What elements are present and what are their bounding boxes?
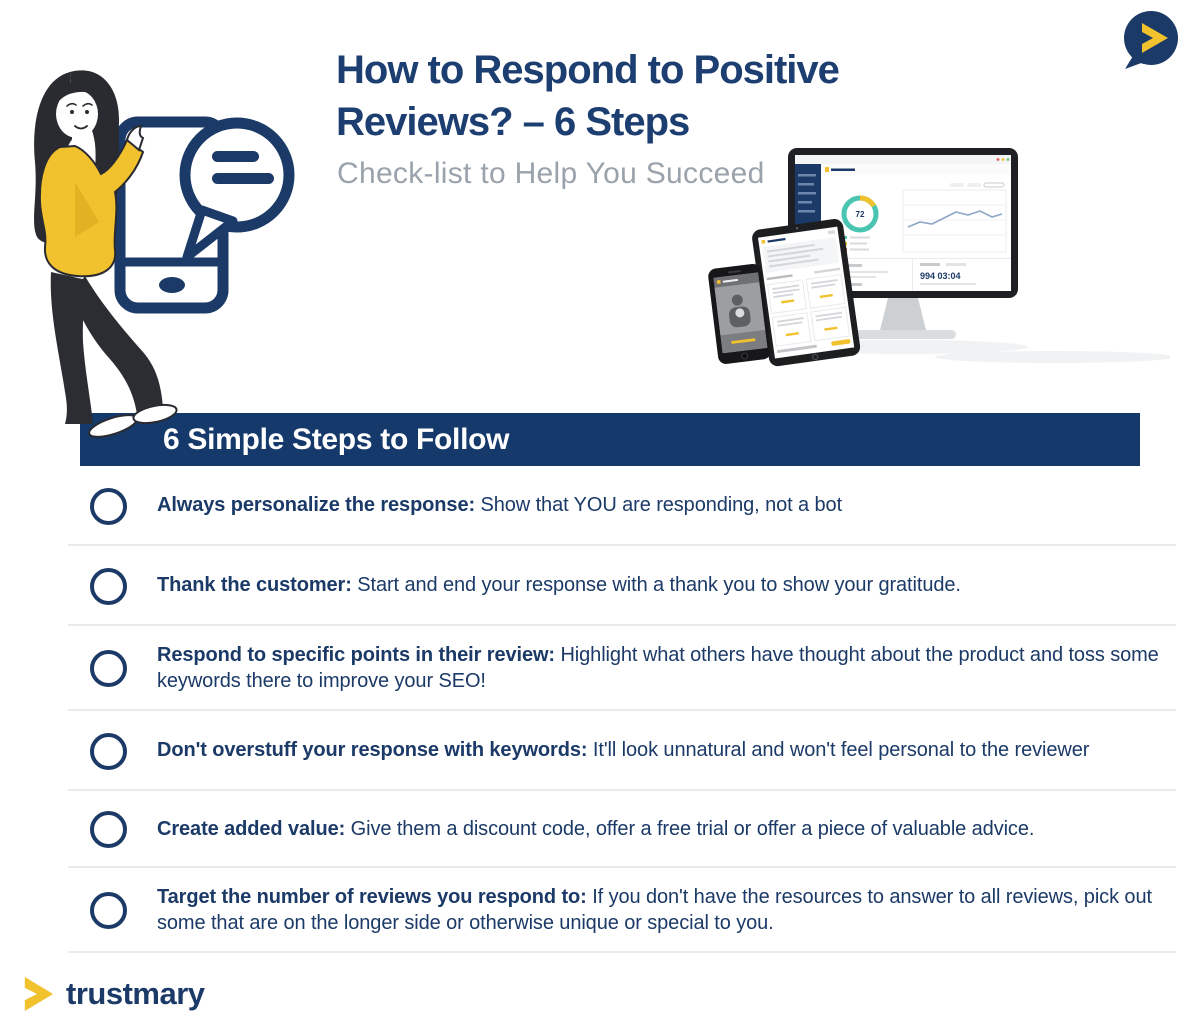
checkbox-circle[interactable] bbox=[90, 487, 127, 525]
trustmary-arrow-icon bbox=[24, 977, 54, 1011]
dashboard-stat: 994 03:04 bbox=[920, 271, 961, 281]
checklist-item-text: Don't overstuff your response with keywo… bbox=[157, 738, 1089, 764]
trustmary-footer-logo: trustmary bbox=[22, 975, 205, 1013]
checklist-item: Don't overstuff your response with keywo… bbox=[0, 711, 1200, 791]
checklist-item-text: Target the number of reviews you respond… bbox=[157, 885, 1169, 936]
checkbox-circle[interactable] bbox=[90, 892, 127, 929]
checklist-item: Thank the customer: Start and end your r… bbox=[0, 546, 1200, 626]
checklist-item-description: Highlight what others have thought about… bbox=[157, 644, 1159, 692]
checklist-item-label: Always personalize the response: bbox=[157, 494, 476, 517]
checkbox-circle[interactable] bbox=[90, 567, 127, 605]
devices-mockup: 72 994 03:04 bbox=[708, 148, 1170, 367]
checklist-item-description: If you don't have the resources to answe… bbox=[157, 886, 1152, 934]
checklist-item-description: Start and end your response with a thank… bbox=[357, 574, 961, 597]
checklist-item-text: Thank the customer: Start and end your r… bbox=[157, 573, 961, 599]
title-line-2: Reviews? – 6 Steps bbox=[336, 100, 690, 144]
checklist-item-text: Respond to specific points in their revi… bbox=[157, 643, 1169, 694]
speech-bubble-icon bbox=[179, 117, 295, 262]
checklist-item-label: Don't overstuff your response with keywo… bbox=[157, 739, 588, 762]
phone-illustration-icon bbox=[114, 116, 229, 314]
section-banner-label: 6 Simple Steps to Follow bbox=[163, 422, 510, 456]
checklist-item-label: Target the number of reviews you respond… bbox=[157, 886, 587, 908]
checklist-item-label: Create added value: bbox=[157, 817, 346, 840]
nps-donut-value: 72 bbox=[856, 210, 865, 219]
checklist-item: Always personalize the response: Show th… bbox=[0, 466, 1200, 546]
checklist-item-text: Create added value: Give them a discount… bbox=[157, 817, 1034, 843]
checkbox-circle[interactable] bbox=[90, 650, 127, 687]
checkbox-circle[interactable] bbox=[90, 732, 127, 770]
woman-with-phone-illustration bbox=[34, 70, 295, 438]
checklist-item-description: Show that YOU are responding, not a bot bbox=[480, 494, 843, 517]
page-subtitle: Check-list to Help You Succeed bbox=[337, 157, 765, 190]
trustmary-arrow-icon bbox=[1142, 23, 1168, 53]
brand-wordmark: trustmary bbox=[66, 976, 205, 1011]
checklist-item-description: It'll look unnatural and won't feel pers… bbox=[592, 739, 1090, 762]
checklist-item: Create added value: Give them a discount… bbox=[0, 791, 1200, 868]
checklist: Always personalize the response: Show th… bbox=[0, 466, 1200, 953]
woman-figure bbox=[34, 70, 178, 438]
trustmary-bubble-logo bbox=[1124, 11, 1178, 69]
checklist-item-label: Thank the customer: bbox=[157, 574, 352, 597]
checklist-item: Target the number of reviews you respond… bbox=[0, 868, 1200, 953]
title-line-1: How to Respond to Positive bbox=[336, 48, 840, 92]
checklist-item-description: Give them a discount code, offer a free … bbox=[350, 817, 1035, 840]
checkbox-circle[interactable] bbox=[90, 811, 127, 848]
section-banner: 6 Simple Steps to Follow bbox=[80, 413, 1140, 466]
phone-mockup bbox=[708, 263, 771, 364]
checklist-item-text: Always personalize the response: Show th… bbox=[157, 493, 842, 519]
tablet-mockup bbox=[752, 219, 861, 367]
checklist-item-label: Respond to specific points in their revi… bbox=[157, 644, 555, 666]
checklist-item: Respond to specific points in their revi… bbox=[0, 626, 1200, 711]
page-title: How to Respond to Positive Reviews? – 6 … bbox=[336, 44, 896, 148]
